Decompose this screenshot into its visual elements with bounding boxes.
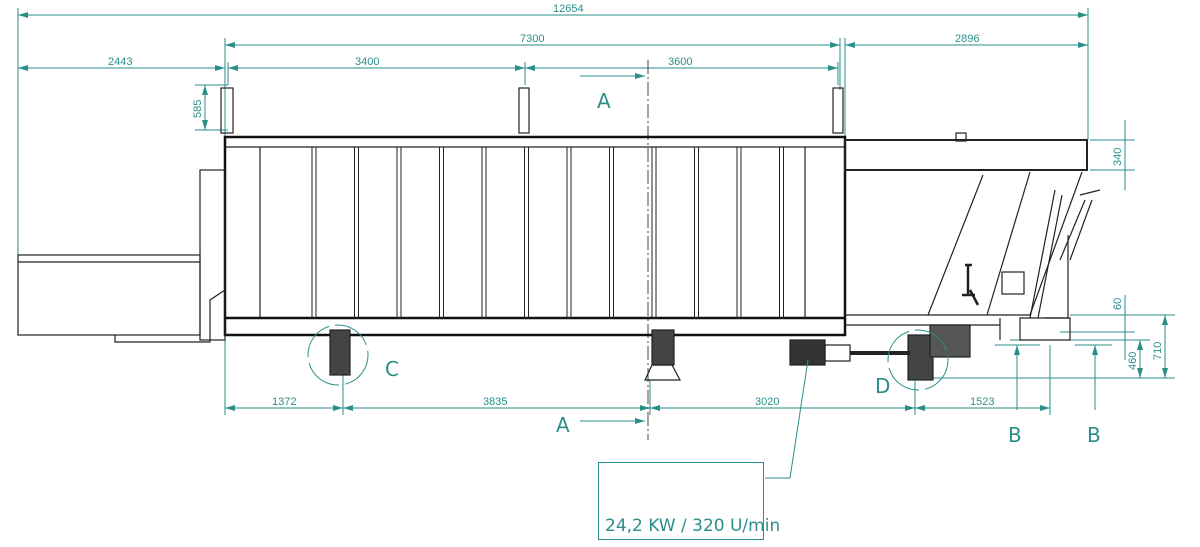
section-label-a-top: A: [597, 89, 611, 113]
hopper: [844, 132, 1101, 341]
body-rib: [779, 146, 784, 319]
dim-body-left: 3400: [355, 56, 379, 68]
dim-hopper-length: 2896: [955, 33, 979, 45]
dim-body-length: 7300: [520, 33, 544, 45]
body-rib: [609, 146, 614, 319]
body-rib: [694, 146, 699, 319]
dim-left-conveyor: 2443: [108, 56, 132, 68]
motor-leader-line: [765, 359, 809, 479]
body-ribs: [311, 146, 784, 319]
dim-height-460: 460: [1127, 352, 1139, 370]
dim-overall-length: 12654: [553, 3, 584, 15]
detail-label-c: C: [385, 357, 399, 381]
body-rib: [311, 146, 317, 319]
body-rib: [566, 146, 572, 319]
dim-bottom-1: 1372: [272, 396, 296, 408]
left-conveyor: [17, 169, 226, 343]
motor-spec-label: 24,2 KW / 320 U/min: [605, 516, 781, 536]
dim-bottom-2: 3835: [483, 396, 507, 408]
section-label-b-right: B: [1087, 423, 1101, 447]
section-label-a-bottom: A: [556, 413, 570, 437]
dim-height-710: 710: [1152, 342, 1164, 360]
detail-label-d: D: [875, 374, 890, 398]
section-label-b-left: B: [1008, 423, 1022, 447]
dim-post-height: 585: [192, 100, 204, 118]
dim-bottom-4: 1523: [970, 396, 994, 408]
body-rib: [736, 146, 742, 319]
body-rib: [524, 146, 529, 319]
support-feet: [329, 324, 971, 381]
body-rib: [354, 146, 359, 319]
body-rib: [481, 146, 487, 319]
dim-height-60: 60: [1112, 298, 1124, 310]
body-rib: [439, 146, 444, 319]
motor-callout-box: 24,2 KW / 320 U/min: [598, 462, 780, 540]
detail-circle-d: [887, 329, 949, 391]
body-rib: [651, 146, 657, 319]
machine-body: [220, 87, 847, 337]
body-rib: [396, 146, 402, 319]
dim-body-right: 3600: [668, 56, 692, 68]
detail-circle-c: [307, 324, 369, 386]
dim-hopper-top: 340: [1112, 148, 1124, 166]
dim-bottom-3: 3020: [755, 396, 779, 408]
extension-lines: [17, 8, 1175, 415]
